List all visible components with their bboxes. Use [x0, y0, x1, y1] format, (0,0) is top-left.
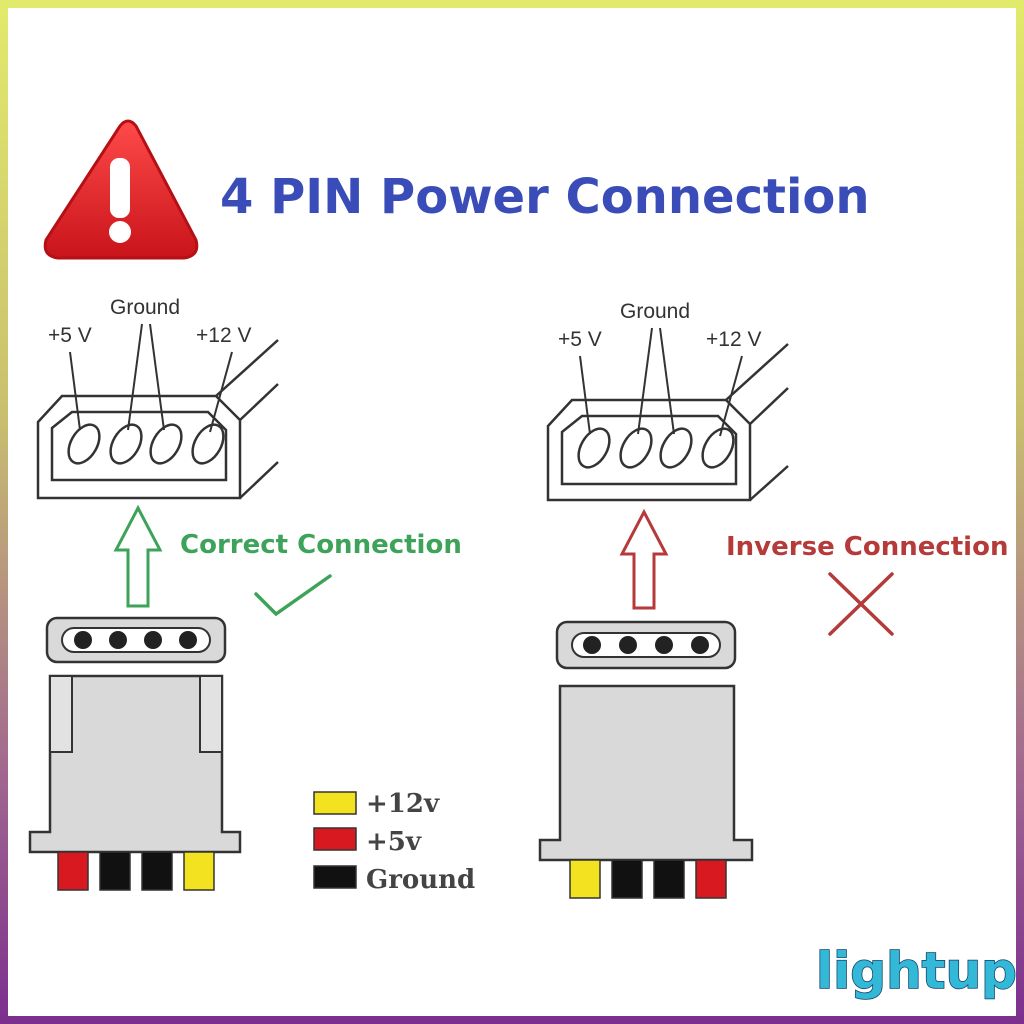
left-wire-stubs [57, 851, 215, 891]
wire-color-legend: +12v +5v Ground [313, 789, 475, 895]
left-wire-2 [99, 851, 131, 891]
page-title: 4 PIN Power Connection [220, 169, 870, 225]
warning-icon [43, 119, 199, 260]
right-pin-leader-lines [579, 327, 743, 437]
legend-swatch-5v [313, 827, 357, 851]
left-female-connector [36, 339, 279, 500]
legend-swatch-12v [313, 791, 357, 815]
legend-label-5v: +5v [366, 827, 422, 857]
check-icon [254, 574, 332, 617]
correct-connection-label: Correct Connection [180, 530, 462, 560]
right-wire-4 [695, 859, 727, 899]
right-wire-stubs [569, 859, 727, 899]
left-wire-3 [141, 851, 173, 891]
left-pin-leader-lines [69, 323, 233, 433]
inverse-arrow-icon [619, 508, 669, 610]
left-wire-4 [183, 851, 215, 891]
legend-label-ground: Ground [366, 865, 475, 895]
right-wire-2 [611, 859, 643, 899]
cross-icon [828, 572, 894, 636]
right-female-connector [546, 343, 789, 502]
right-label-ground: Ground [620, 300, 690, 323]
left-label-plus5v: +5 V [48, 324, 92, 347]
right-label-plus5v: +5 V [558, 328, 602, 351]
right-label-plus12v: +12 V [706, 328, 761, 351]
legend-swatch-ground [313, 865, 357, 889]
left-wire-1 [57, 851, 89, 891]
right-wire-1 [569, 859, 601, 899]
legend-label-12v: +12v [366, 789, 440, 819]
left-male-connector [28, 616, 242, 854]
inverse-connection-label: Inverse Connection [726, 532, 1008, 562]
brand-logo: lightup [816, 942, 1017, 1000]
right-wire-3 [653, 859, 685, 899]
left-label-plus12v: +12 V [196, 324, 251, 347]
right-male-connector [538, 620, 754, 862]
correct-arrow-icon [113, 504, 163, 608]
left-label-ground: Ground [110, 296, 180, 319]
